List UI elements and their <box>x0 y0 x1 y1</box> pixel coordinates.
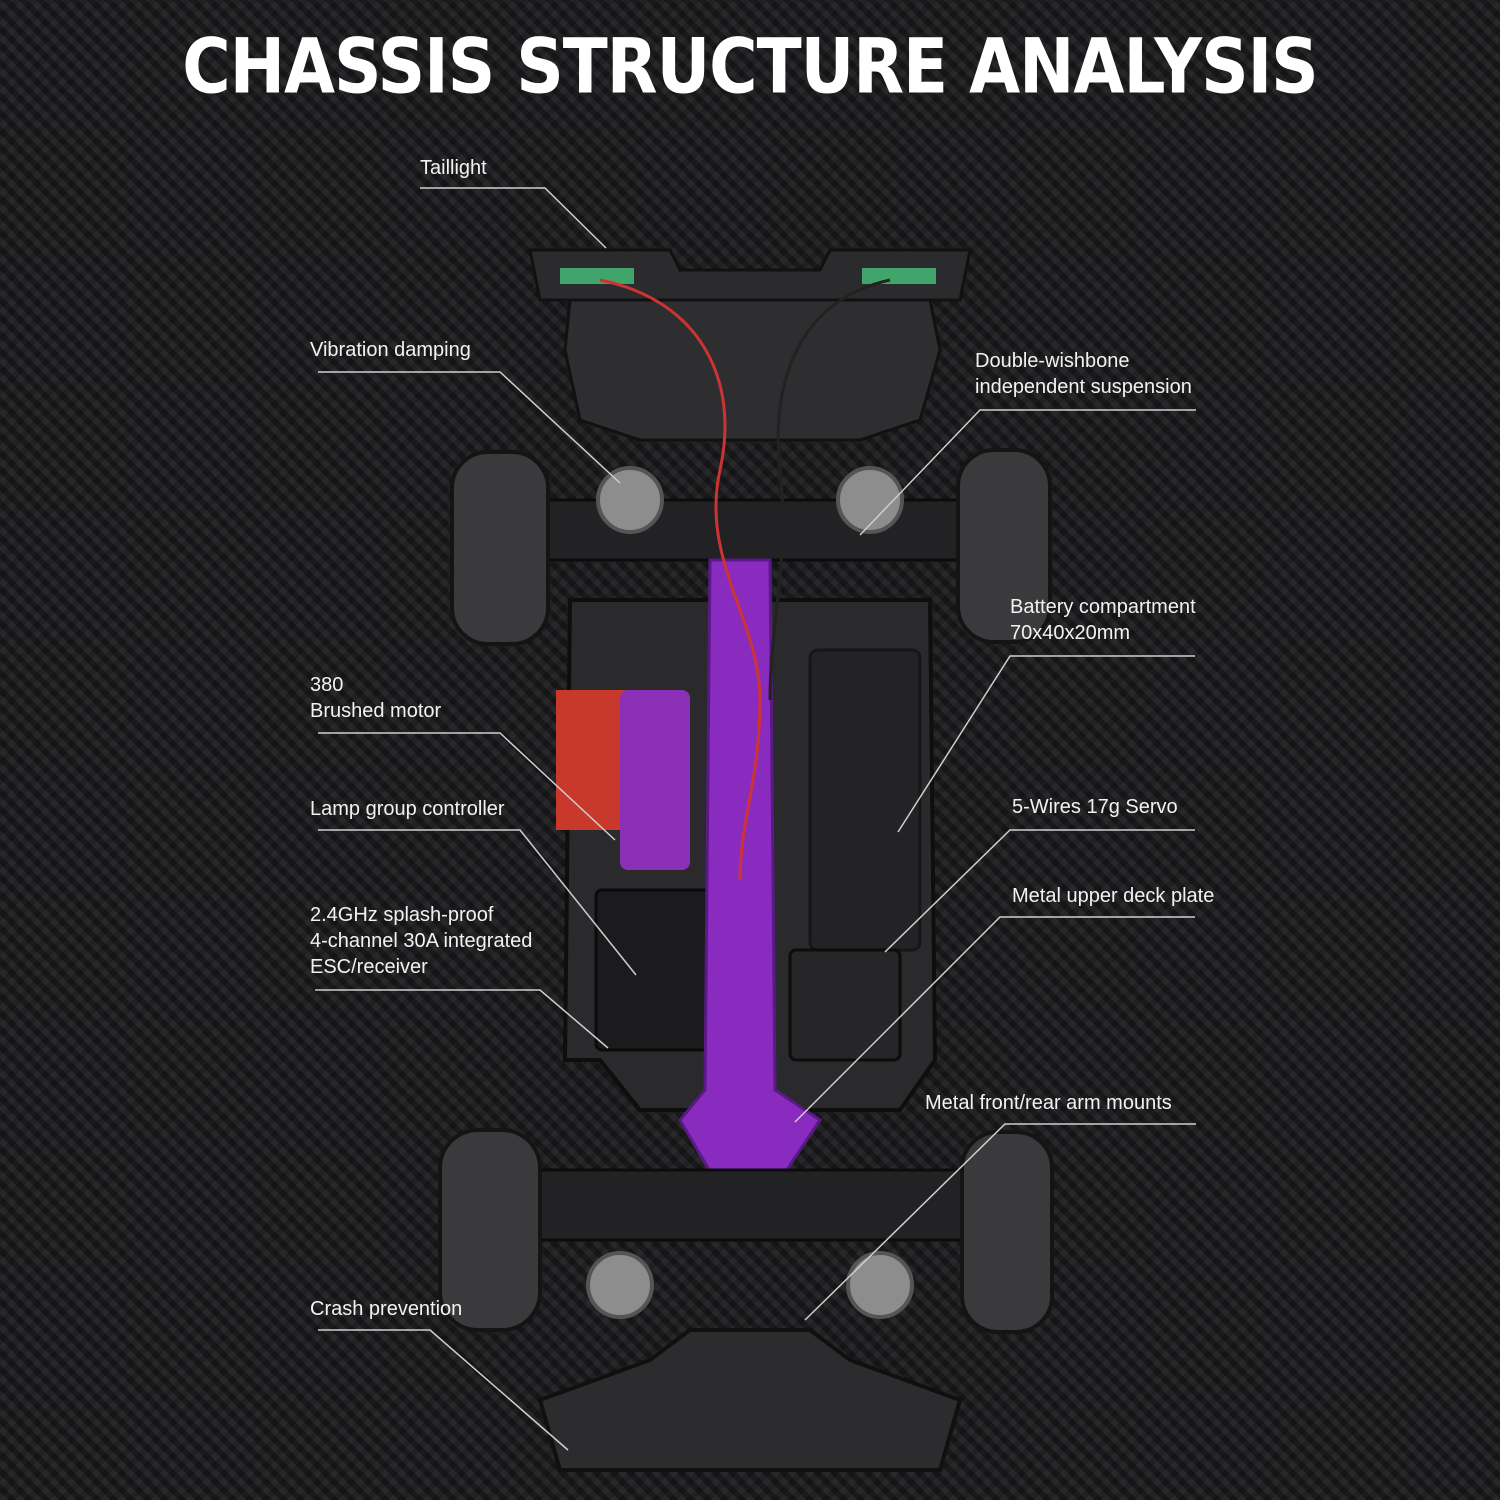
callout-line-vibration <box>318 371 621 484</box>
label-suspension-line1: Double-wishbone <box>975 350 1130 372</box>
front-left-tire <box>438 1128 542 1332</box>
wire-harness-2 <box>768 278 891 701</box>
front-suspension-arms <box>518 1168 992 1242</box>
callout-line-deck <box>794 916 1195 1123</box>
front-bumper <box>537 1328 963 1472</box>
callout-line-suspension <box>859 409 1196 536</box>
callout-line-esc <box>315 989 609 1049</box>
label-motor-line1: 380 <box>310 674 344 696</box>
label-suspension: Double-wishbone independent suspension <box>975 348 1192 400</box>
rear-shock-tower <box>563 298 942 442</box>
label-esc-line2: 4-channel 30A integrated <box>310 930 533 952</box>
label-motor-line2: Brushed motor <box>310 700 442 722</box>
label-battery-line2: 70x40x20mm <box>1010 622 1131 644</box>
label-lamp-controller: Lamp group controller <box>310 798 505 820</box>
label-servo: 5-Wires 17g Servo <box>1012 796 1178 818</box>
label-esc-line1: 2.4GHz splash-proof <box>310 904 494 926</box>
label-esc-line3: ESC/receiver <box>310 956 428 978</box>
taillight-right-board <box>862 268 936 284</box>
label-esc: 2.4GHz splash-proof 4-channel 30A integr… <box>310 902 532 980</box>
label-taillight: Taillight <box>420 157 487 179</box>
callout-line-motor <box>318 732 616 841</box>
battery-compartment <box>808 648 922 952</box>
callout-line-servo <box>884 829 1195 953</box>
label-motor: 380 Brushed motor <box>310 672 441 724</box>
motor-heatsink <box>620 690 690 870</box>
rear-right-spring <box>836 466 904 534</box>
label-vibration-damping: Vibration damping <box>310 339 471 361</box>
page-title: CHASSIS STRUCTURE ANALYSIS <box>182 22 1318 111</box>
callout-line-battery <box>897 655 1195 833</box>
rear-left-tire <box>450 450 550 646</box>
rear-left-spring <box>596 466 664 534</box>
label-battery-line1: Battery compartment <box>1010 596 1196 618</box>
motor-label-sticker <box>556 690 626 830</box>
label-deck-plate: Metal upper deck plate <box>1012 885 1215 907</box>
callout-line-crash <box>318 1329 569 1451</box>
callout-line-arm <box>804 1123 1196 1321</box>
callout-line-lamp <box>318 829 637 976</box>
rear-right-tire <box>956 448 1052 644</box>
label-battery: Battery compartment 70x40x20mm <box>1010 594 1196 646</box>
rear-suspension-arms <box>518 498 992 562</box>
label-suspension-line2: independent suspension <box>975 376 1192 398</box>
label-crash-prevention: Crash prevention <box>310 1298 463 1320</box>
front-right-tire <box>960 1130 1054 1334</box>
wire-harness <box>599 278 762 881</box>
label-arm-mounts: Metal front/rear arm mounts <box>925 1092 1172 1114</box>
front-right-spring <box>846 1251 914 1319</box>
callout-lines <box>315 187 1196 1451</box>
callout-line-taillight <box>420 187 607 249</box>
taillight-left-board <box>560 268 634 284</box>
front-left-spring <box>586 1251 654 1319</box>
servo-body <box>788 948 902 1062</box>
